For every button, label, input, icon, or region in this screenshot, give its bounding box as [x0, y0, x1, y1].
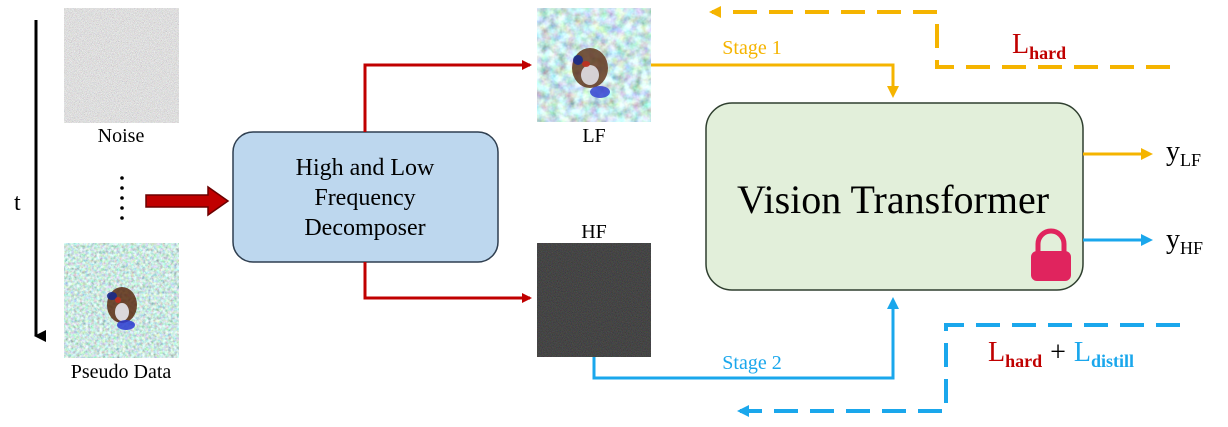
lf-label: LF	[582, 125, 605, 147]
stage-1-loss-path	[709, 6, 1170, 69]
stage-2-loss-label: Lhard+Ldistill	[988, 337, 1134, 371]
y-hf-label: yHF	[1166, 224, 1203, 258]
decomposer-line-3: Decomposer	[304, 215, 425, 241]
ellipsis-dots	[120, 176, 124, 220]
decomposer-line-1: High and Low	[296, 155, 435, 181]
pseudo-data-label: Pseudo Data	[71, 361, 172, 383]
stage-2-label: Stage 2	[722, 352, 781, 374]
output-arrows	[1083, 148, 1153, 246]
time-axis: t	[14, 20, 46, 342]
vision-transformer-title: Vision Transformer	[737, 177, 1049, 222]
stage-1-label: Stage 1	[722, 37, 781, 59]
input-arrow	[145, 185, 230, 217]
pseudo-data-image	[64, 243, 179, 358]
noise-label: Noise	[98, 125, 145, 147]
noise-image	[64, 8, 179, 123]
stage-2-loss-path	[737, 323, 1180, 417]
stage-2-path: Stage 2	[592, 297, 899, 380]
lock-icon	[1031, 228, 1071, 281]
decomposer-box: High and Low Frequency Decomposer	[232, 131, 499, 263]
decomposer-line-2: Frequency	[314, 185, 415, 211]
stage-1-loss-label: Lhard	[1012, 29, 1066, 63]
hf-label: HF	[581, 221, 607, 243]
time-axis-label: t	[14, 190, 21, 216]
branch-arrows	[363, 60, 532, 303]
vision-transformer-box: Vision Transformer	[705, 102, 1084, 291]
lf-image	[537, 8, 651, 122]
stage-1-path: Stage 1	[651, 37, 899, 98]
y-lf-label: yLF	[1166, 136, 1201, 170]
hf-image	[537, 243, 651, 357]
